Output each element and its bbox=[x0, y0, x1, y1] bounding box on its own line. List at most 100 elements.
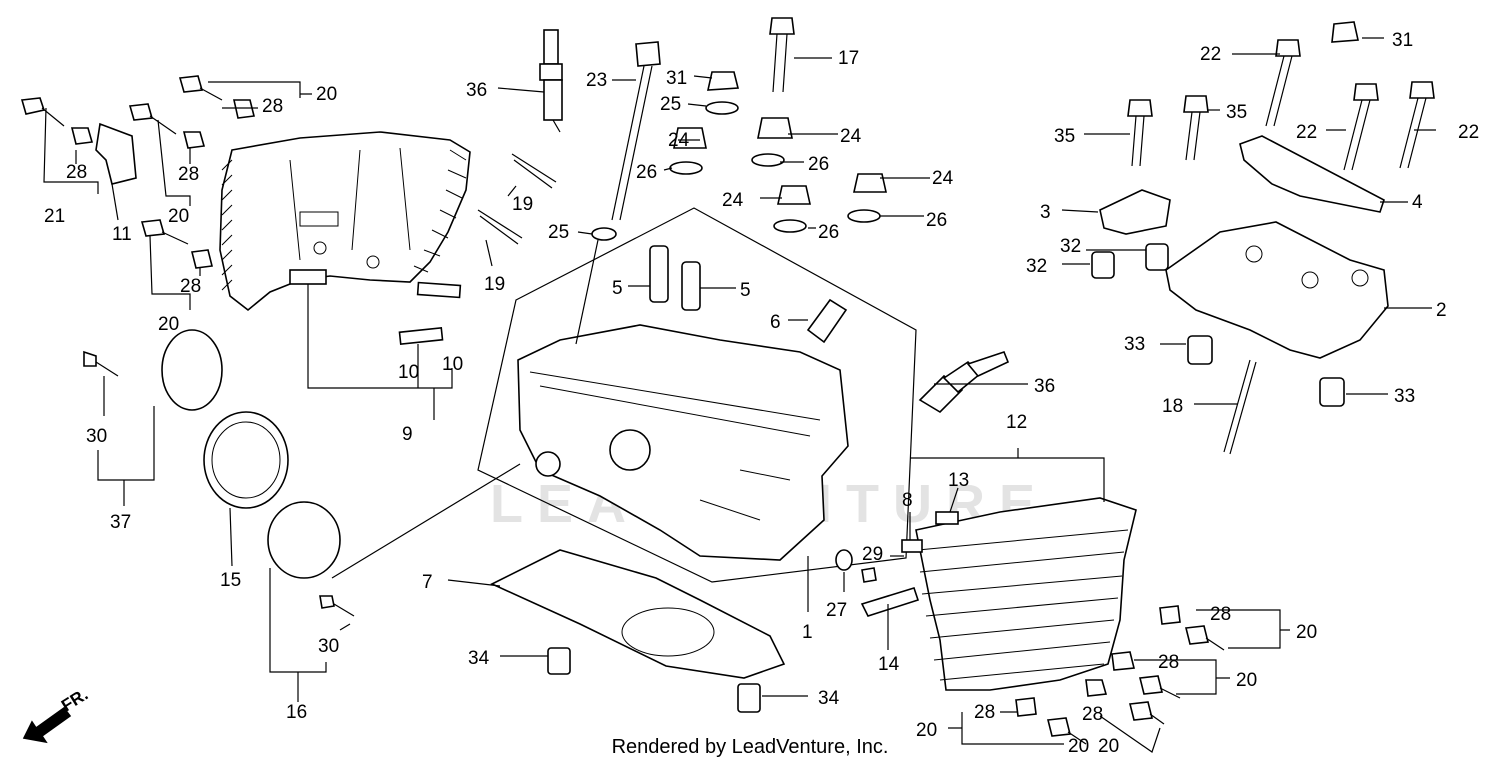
callout-36a: 36 bbox=[466, 80, 487, 101]
callout-24a: 24 bbox=[668, 130, 690, 151]
callout-20d: 20 bbox=[1296, 622, 1317, 643]
callout-8: 8 bbox=[902, 490, 913, 511]
callout-17: 17 bbox=[838, 48, 859, 69]
callout-20g: 20 bbox=[1068, 736, 1089, 757]
rocker-holder-part bbox=[1165, 221, 1389, 359]
callout-27: 27 bbox=[826, 600, 847, 621]
callout-22c: 22 bbox=[1458, 122, 1479, 143]
callout-20e: 20 bbox=[1236, 670, 1257, 691]
stud-19-parts bbox=[477, 153, 557, 245]
callout-28b: 28 bbox=[66, 162, 87, 183]
callout-32a: 32 bbox=[1060, 236, 1081, 257]
callout-19b: 19 bbox=[484, 274, 505, 295]
footer-credit: Rendered by LeadVenture, Inc. bbox=[611, 736, 889, 758]
gasket-part bbox=[490, 549, 786, 679]
callout-5a: 5 bbox=[612, 278, 623, 299]
callout-28f: 28 bbox=[1158, 652, 1179, 673]
callout-28c: 28 bbox=[178, 164, 199, 185]
front-direction-arrow: FR. bbox=[22, 685, 91, 744]
callout-7: 7 bbox=[422, 572, 433, 593]
callout-26c: 26 bbox=[818, 222, 839, 243]
callout-28h: 28 bbox=[1082, 704, 1103, 725]
bolt-29 bbox=[861, 567, 877, 583]
plate-4 bbox=[1239, 135, 1385, 213]
dowel-33a bbox=[1187, 335, 1213, 365]
callout-20h: 20 bbox=[1098, 736, 1119, 757]
callout-24b: 24 bbox=[840, 126, 862, 147]
callout-35b: 35 bbox=[1226, 102, 1247, 123]
stud-18 bbox=[1223, 359, 1257, 455]
nuts-washers bbox=[591, 21, 1359, 241]
callout-33b: 33 bbox=[1394, 386, 1415, 407]
callout-16: 16 bbox=[286, 702, 307, 723]
callout-35a: 35 bbox=[1054, 126, 1075, 147]
dowel-33b bbox=[1319, 377, 1345, 407]
callout-33a: 33 bbox=[1124, 334, 1145, 355]
callout-34b: 34 bbox=[818, 688, 840, 709]
rocker-shaft-3 bbox=[1099, 189, 1171, 235]
callout-10a: 10 bbox=[398, 362, 419, 383]
callout-21: 21 bbox=[44, 206, 65, 227]
callout-29: 29 bbox=[862, 544, 883, 565]
callout-30b: 30 bbox=[318, 636, 339, 657]
callout-24d: 24 bbox=[932, 168, 954, 189]
cover-bolts bbox=[20, 75, 255, 269]
cylinder-part bbox=[901, 497, 1137, 691]
callout-15: 15 bbox=[220, 570, 241, 591]
callout-25a: 25 bbox=[660, 94, 681, 115]
dowel-10a bbox=[416, 281, 462, 299]
dowel-32a bbox=[1091, 251, 1115, 279]
callout-31a: 31 bbox=[666, 68, 687, 89]
callout-32b: 32 bbox=[1026, 256, 1047, 277]
callout-5b: 5 bbox=[740, 280, 751, 301]
callout-34a: 34 bbox=[468, 648, 490, 669]
callout-18: 18 bbox=[1162, 396, 1183, 417]
callout-11: 11 bbox=[112, 224, 132, 245]
long-bolt-23 bbox=[611, 41, 661, 221]
spark-plug-right bbox=[918, 351, 1010, 414]
dowel-34a bbox=[547, 647, 571, 675]
callout-26a: 26 bbox=[636, 162, 657, 183]
callout-26d: 26 bbox=[926, 210, 947, 231]
valve-guides bbox=[649, 245, 848, 344]
callout-23: 23 bbox=[586, 70, 607, 91]
intake-joint-part bbox=[83, 329, 355, 617]
callout-22a: 22 bbox=[1200, 44, 1221, 65]
callout-labels: 1 2 3 4 5 5 6 7 8 9 10 10 11 12 13 14 15… bbox=[44, 30, 1479, 757]
callout-14: 14 bbox=[878, 654, 900, 675]
bolt-17 bbox=[769, 17, 795, 93]
callout-20a: 20 bbox=[316, 84, 337, 105]
callout-20f: 20 bbox=[916, 720, 937, 741]
callout-36b: 36 bbox=[1034, 376, 1055, 397]
rocker-bolts bbox=[1127, 39, 1435, 171]
callout-10b: 10 bbox=[442, 354, 463, 375]
callout-19a: 19 bbox=[512, 194, 533, 215]
cylinder-head-part bbox=[477, 207, 917, 583]
callout-2: 2 bbox=[1436, 300, 1447, 321]
callout-20b: 20 bbox=[168, 206, 189, 227]
callout-12: 12 bbox=[1006, 412, 1027, 433]
washer-27 bbox=[835, 549, 853, 571]
callout-28e: 28 bbox=[1210, 604, 1231, 625]
dowel-32b bbox=[1145, 243, 1169, 271]
callout-9: 9 bbox=[402, 424, 413, 445]
dowel-34b bbox=[737, 683, 761, 713]
dowel-10b bbox=[398, 326, 444, 346]
callout-37: 37 bbox=[110, 512, 131, 533]
callout-30a: 30 bbox=[86, 426, 107, 447]
callout-28a: 28 bbox=[262, 96, 283, 117]
callout-25b: 25 bbox=[548, 222, 569, 243]
callout-31b: 31 bbox=[1392, 30, 1413, 51]
leader-lines bbox=[43, 37, 1436, 753]
callout-4: 4 bbox=[1412, 192, 1423, 213]
cylinder-bolts bbox=[1015, 605, 1225, 745]
spark-plug-upper bbox=[539, 29, 563, 133]
callout-24c: 24 bbox=[722, 190, 744, 211]
callout-13: 13 bbox=[948, 470, 969, 491]
callout-3: 3 bbox=[1040, 202, 1051, 223]
callout-1: 1 bbox=[802, 622, 813, 643]
callout-28d: 28 bbox=[180, 276, 201, 297]
callout-20c: 20 bbox=[158, 314, 179, 335]
head-cover-part bbox=[219, 131, 471, 312]
